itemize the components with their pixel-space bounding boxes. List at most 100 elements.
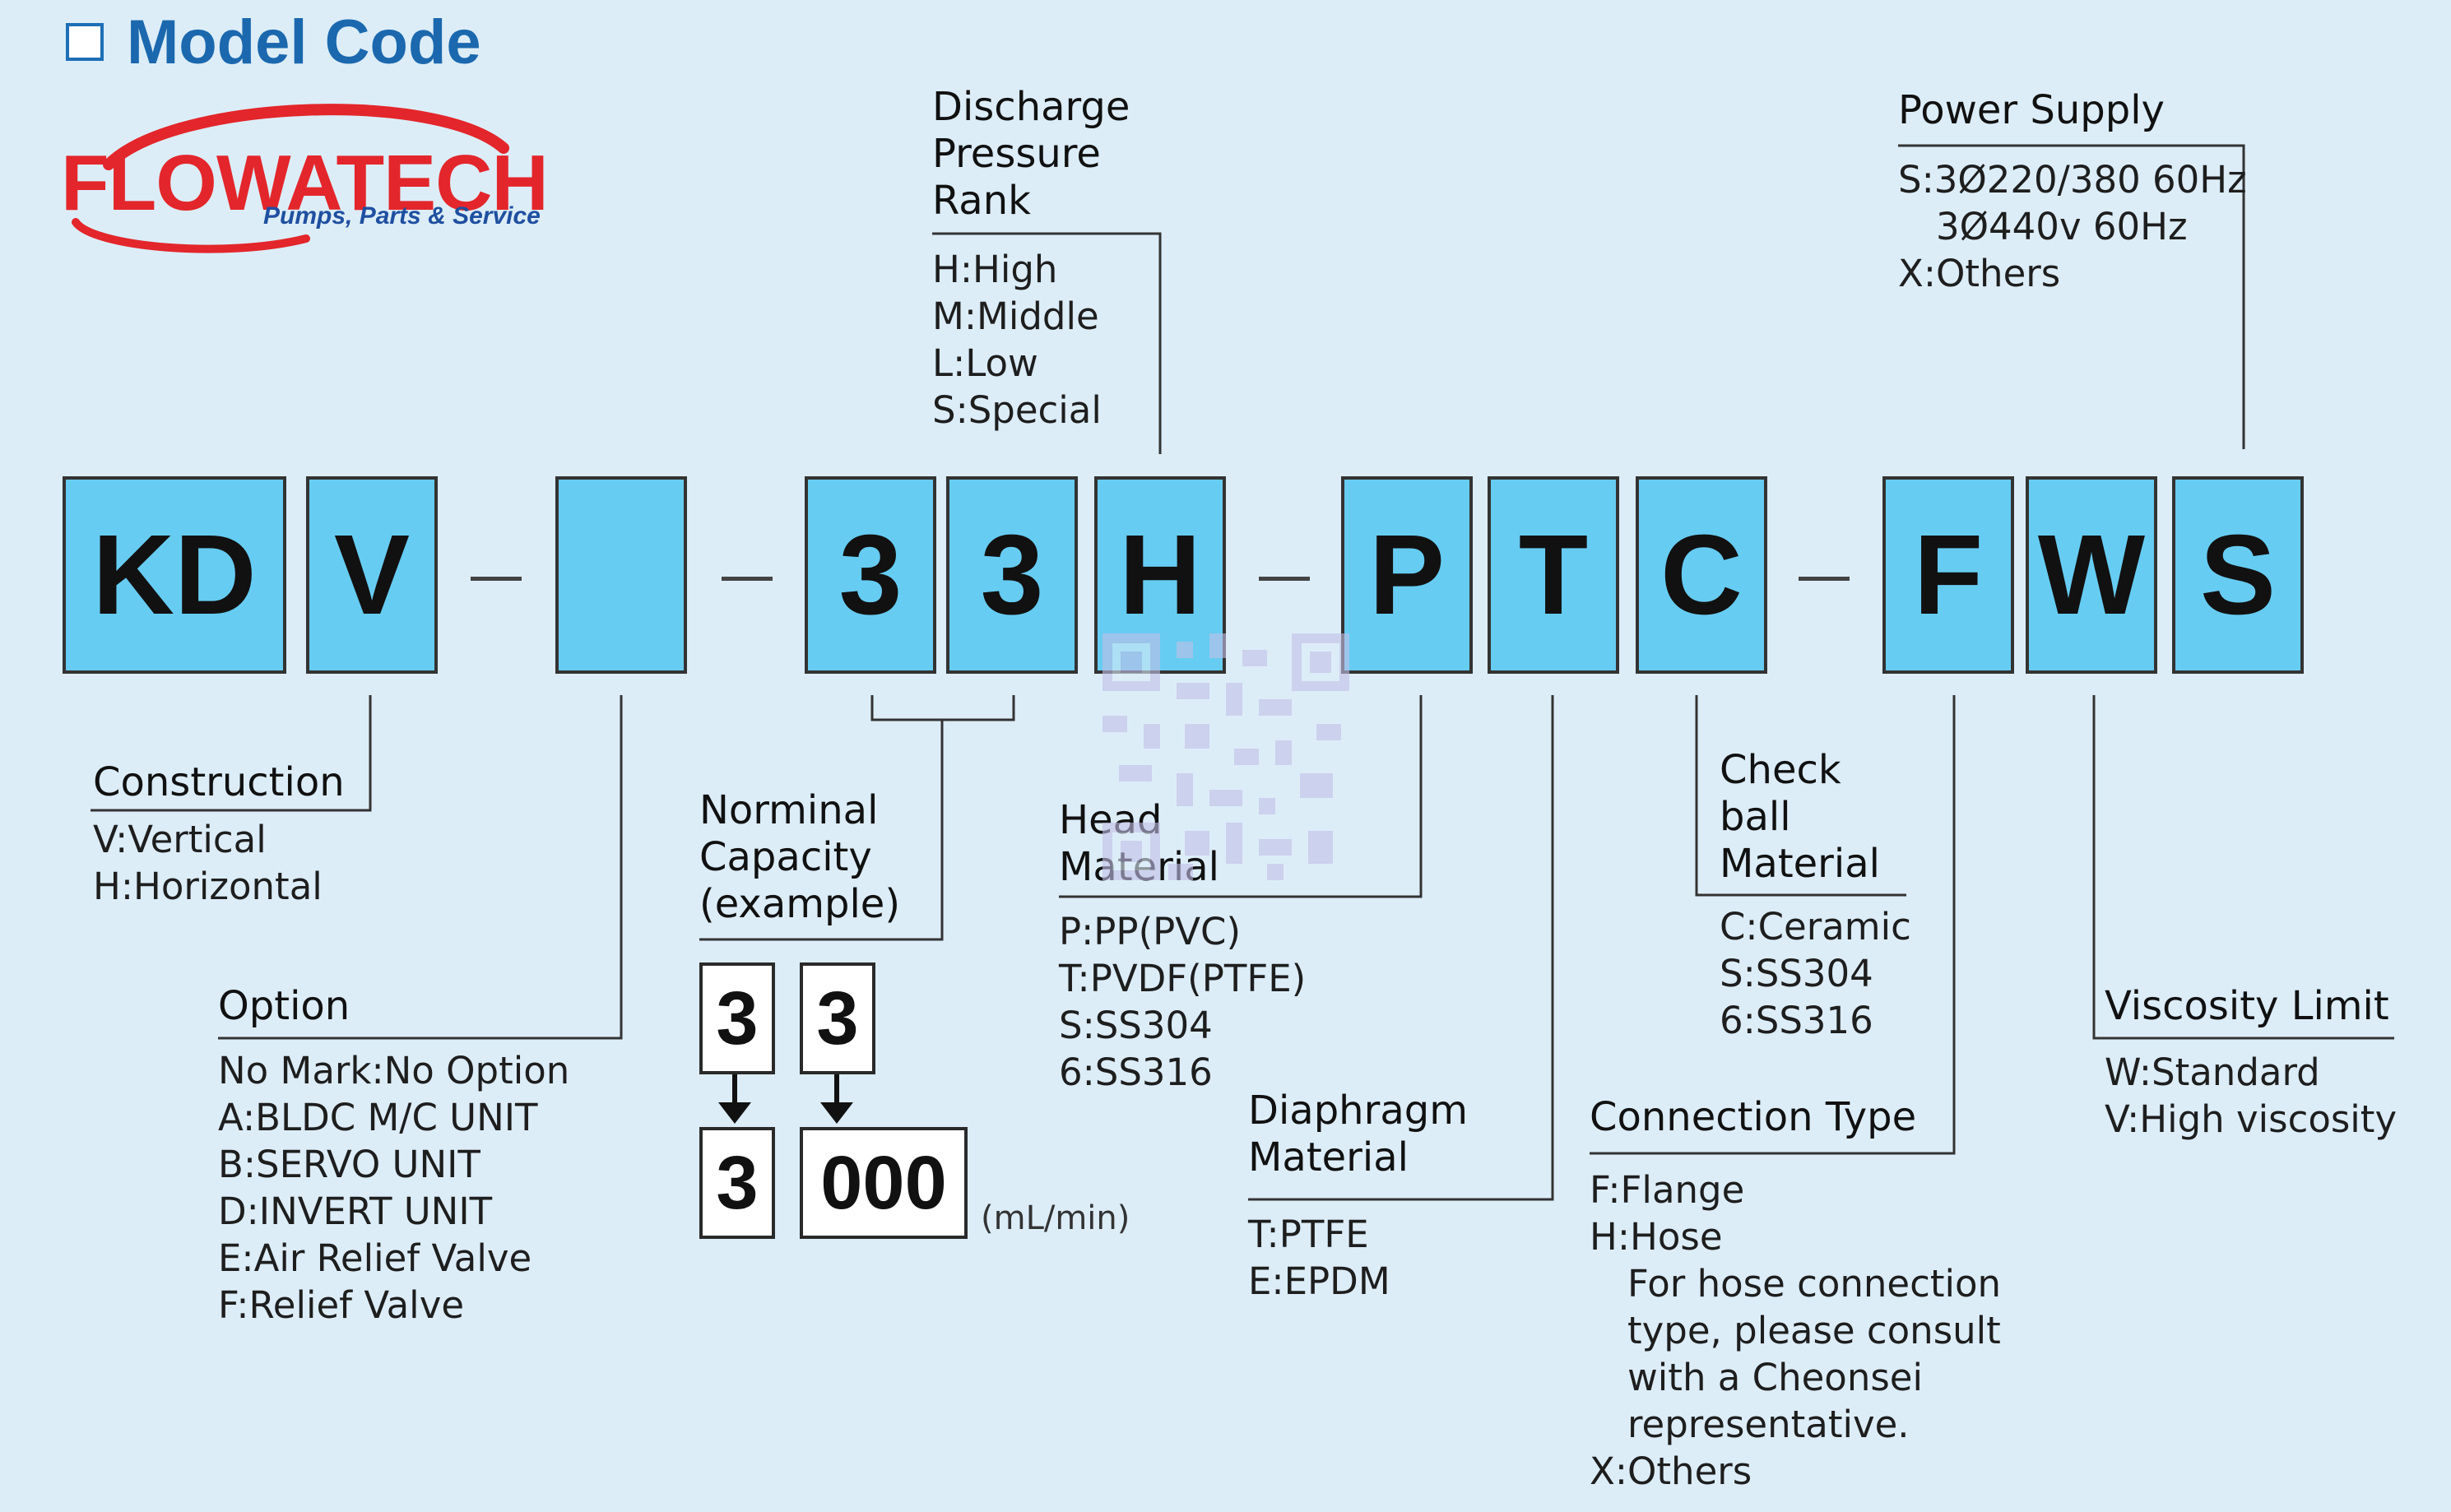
example-top-box: 3 [800,962,875,1074]
option-item: representative. [1627,1403,1910,1446]
example-bottom-box: 3 [699,1127,775,1239]
option-item: type, please consult [1627,1309,2001,1352]
option-item: S:3Ø220/380 60Hz [1898,158,2247,202]
diaphragm-title-line: Diaphragm [1248,1088,1468,1134]
code-box-head: P [1341,476,1473,674]
power-options: S:3Ø220/380 60Hz 3Ø440v 60Hz X:Others [1898,156,2247,297]
capacity-title-line: Capacity [699,834,872,880]
flowatech-logo: FLOWATECH Pumps, Parts & Service [59,99,549,255]
option-item: with a Cheonsei [1627,1356,1923,1399]
option-item: T:PVDF(PTFE) [1059,957,1307,1000]
connection-title: Connection Type [1590,1094,1917,1140]
option-item: S:SS304 [1720,952,1873,995]
leader-option [218,695,623,1040]
option-item: W:Standard [2105,1051,2320,1094]
code-box-construction: V [306,476,438,674]
leader-head [1059,695,1423,898]
code-box-checkball: C [1636,476,1767,674]
checkball-options: C:Ceramic S:SS304 6:SS316 [1720,903,1911,1044]
code-box-capacity-2: 3 [946,476,1078,674]
code-box-connection: F [1882,476,2014,674]
leader-viscosity [2092,695,2394,1040]
code-box-capacity-1: 3 [805,476,936,674]
qr-watermark-icon [1102,633,1349,880]
code-box-diaphragm: T [1488,476,1619,674]
option-item: V:Vertical [93,818,267,861]
example-bottom-box: 000 [800,1127,968,1239]
leader-discharge [932,232,1162,454]
discharge-title-line: Pressure [932,131,1101,177]
viscosity-options: W:Standard V:High viscosity [2105,1049,2397,1143]
down-arrowhead-icon [718,1102,853,1124]
option-title: Option [218,983,350,1029]
option-item: L:Low [932,341,1038,385]
option-item: H:Horizontal [93,865,323,908]
diaphragm-options: T:PTFE E:EPDM [1248,1211,1390,1305]
logo-swoosh-icon [72,104,509,253]
option-item: A:BLDC M/C UNIT [218,1096,538,1139]
leader-construction [91,695,372,812]
checkball-title: Check ball Material [1720,747,1880,888]
logo-tagline: Pumps, Parts & Service [263,202,541,230]
checkball-title-line: ball [1720,794,1791,840]
leader-connection [1590,695,1956,1155]
capacity-title-line: Norminal [699,787,879,833]
discharge-options: H:High M:Middle L:Low S:Special [932,246,1102,434]
option-item: B:SERVO UNIT [218,1143,480,1186]
separator-dash [1259,577,1310,581]
down-arrow-icon [732,1074,839,1106]
discharge-title-line: Discharge [932,84,1130,130]
option-item: P:PP(PVC) [1059,910,1242,953]
title-text: Model Code [127,7,481,77]
code-box-power: S [2172,476,2304,674]
option-item: M:Middle [932,295,1099,338]
discharge-title: Discharge Pressure Rank [932,84,1130,225]
leader-checkball [1695,695,1906,897]
separator-dash [722,577,773,581]
checkball-title-line: Check [1720,747,1841,793]
code-box-viscosity: W [2026,476,2157,674]
capacity-title-line: (example) [699,881,901,927]
option-item: C:Ceramic [1720,905,1911,948]
option-item: S:Special [932,388,1102,432]
option-item: H:High [932,248,1058,291]
checkball-title-line: Material [1720,841,1880,887]
leader-diaphragm [1248,695,1554,1201]
option-item: F:Relief Valve [218,1283,465,1327]
leader-capacity [699,720,944,941]
capacity-unit: (mL/min) [981,1199,1130,1237]
code-box-kd: KD [63,476,286,674]
code-box-option [555,476,687,674]
option-item: No Mark:No Option [218,1049,570,1092]
leader-power [1898,144,2245,449]
option-item: T:PTFE [1248,1213,1369,1256]
option-item: E:EPDM [1248,1259,1390,1303]
example-top-box: 3 [699,962,775,1074]
option-item: V:High viscosity [2105,1097,2398,1141]
option-item: H:Hose [1590,1215,1723,1259]
viscosity-title: Viscosity Limit [2105,983,2389,1029]
option-item: 3Ø440v 60Hz [1936,205,2188,248]
checkbox-square-icon [66,23,104,61]
option-item: X:Others [1590,1449,1752,1493]
diaphragm-title-line: Material [1248,1134,1409,1180]
option-item: D:INVERT UNIT [218,1190,493,1233]
option-item: 6:SS316 [1059,1051,1213,1094]
logo-brand: FLOWATECH [61,139,549,227]
option-item: X:Others [1898,252,2061,295]
connection-options: F:Flange H:Hose For hose connection type… [1590,1166,2001,1495]
capacity-title: Norminal Capacity (example) [699,787,900,928]
construction-options: V:Vertical H:Horizontal [93,816,323,910]
option-item: 6:SS316 [1720,999,1873,1042]
separator-dash [1799,577,1850,581]
option-item: S:SS304 [1059,1004,1213,1047]
diaphragm-title: Diaphragm Material [1248,1088,1468,1181]
construction-title: Construction [93,759,345,805]
leader-capacity-bracket [870,695,1015,721]
head-options: P:PP(PVC) T:PVDF(PTFE) S:SS304 6:SS316 [1059,908,1306,1096]
option-item: E:Air Relief Valve [218,1236,532,1280]
option-item: For hose connection [1627,1262,2002,1306]
option-item: F:Flange [1590,1168,1745,1212]
